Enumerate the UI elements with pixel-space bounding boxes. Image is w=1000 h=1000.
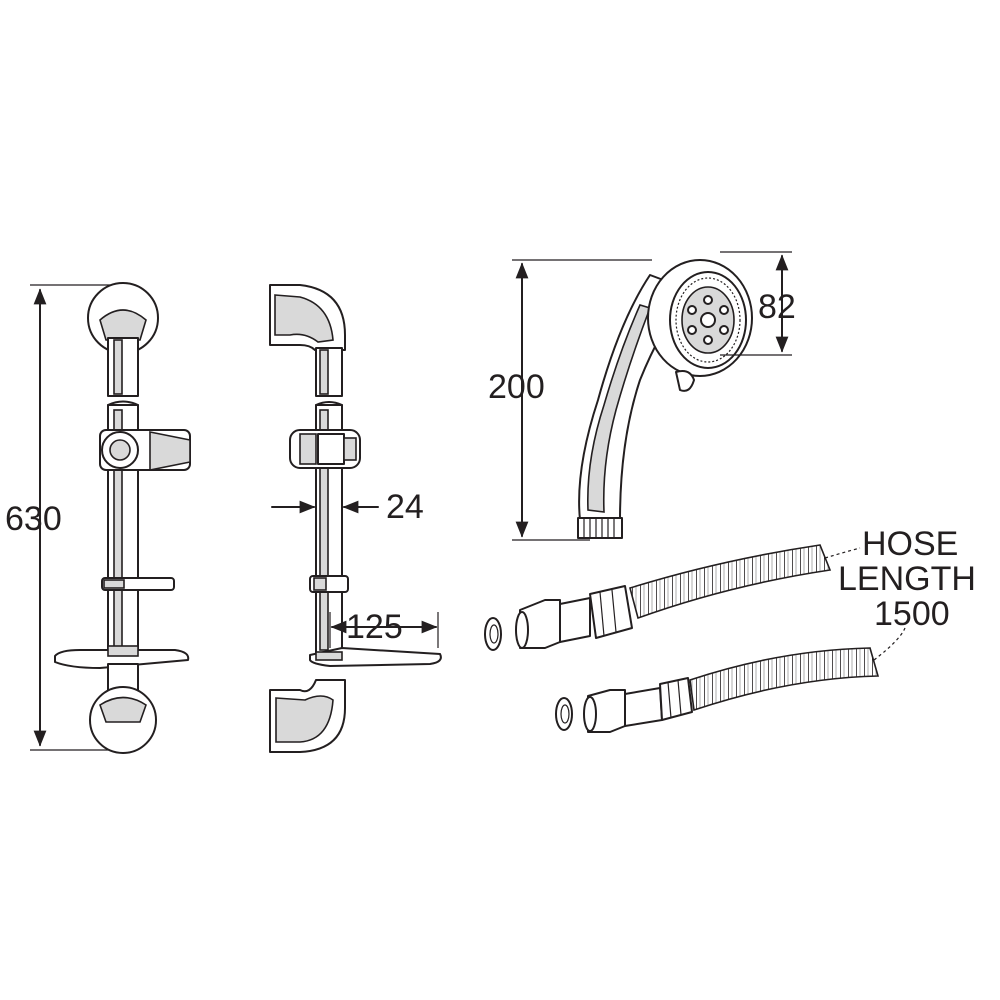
rail-side-view [269,284,442,753]
hoses [484,544,906,733]
hose-label-line2: LENGTH [838,560,976,598]
head-diameter-label: 82 [758,288,796,326]
rail-front-view [30,282,191,754]
soap-dish-depth-label: 125 [346,608,403,646]
handset-length-label: 200 [488,368,545,406]
rail-diameter-label: 24 [386,488,424,526]
shower-handset [512,251,792,541]
hose-label-line1: HOSE [862,525,958,563]
soap-dish [54,649,190,669]
handset-thread [577,517,623,539]
hose-label-line3: 1500 [874,595,950,633]
rail-length-label: 630 [5,500,62,538]
upper-hose [484,544,861,651]
lower-hose [555,627,906,733]
